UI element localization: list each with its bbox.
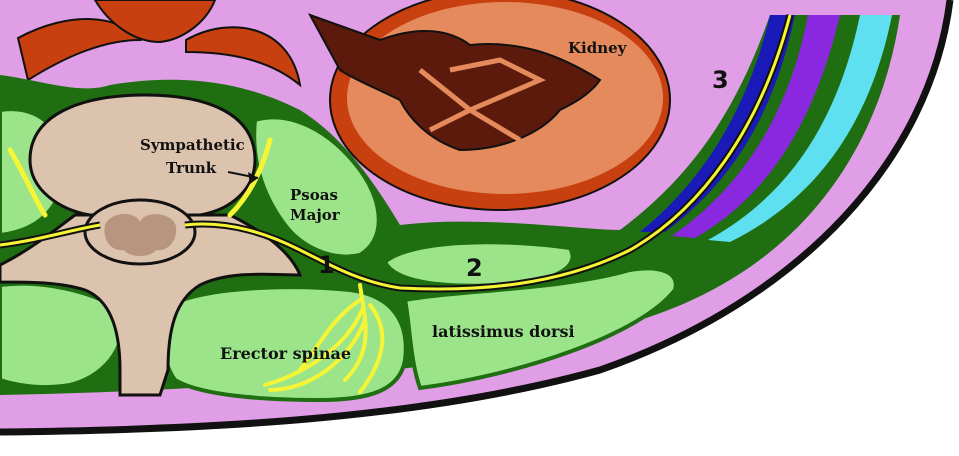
injection-site-1-label: 1	[318, 251, 335, 279]
psoas-major-label-line2: Major	[290, 206, 341, 224]
kidney-label: Kidney	[568, 39, 628, 57]
injection-site-2-label: 2	[466, 254, 483, 282]
psoas-major-label-line1: Psoas	[290, 186, 338, 204]
injection-site-3-label: 3	[712, 66, 729, 94]
sympathetic-trunk-label-line1: Sympathetic	[140, 136, 245, 154]
latissimus-dorsi-label: latissimus dorsi	[432, 322, 575, 341]
erector-spinae-label: Erector spinae	[220, 344, 351, 363]
sympathetic-trunk-label-line2: Trunk	[166, 159, 217, 177]
vertebral-body	[30, 95, 255, 215]
